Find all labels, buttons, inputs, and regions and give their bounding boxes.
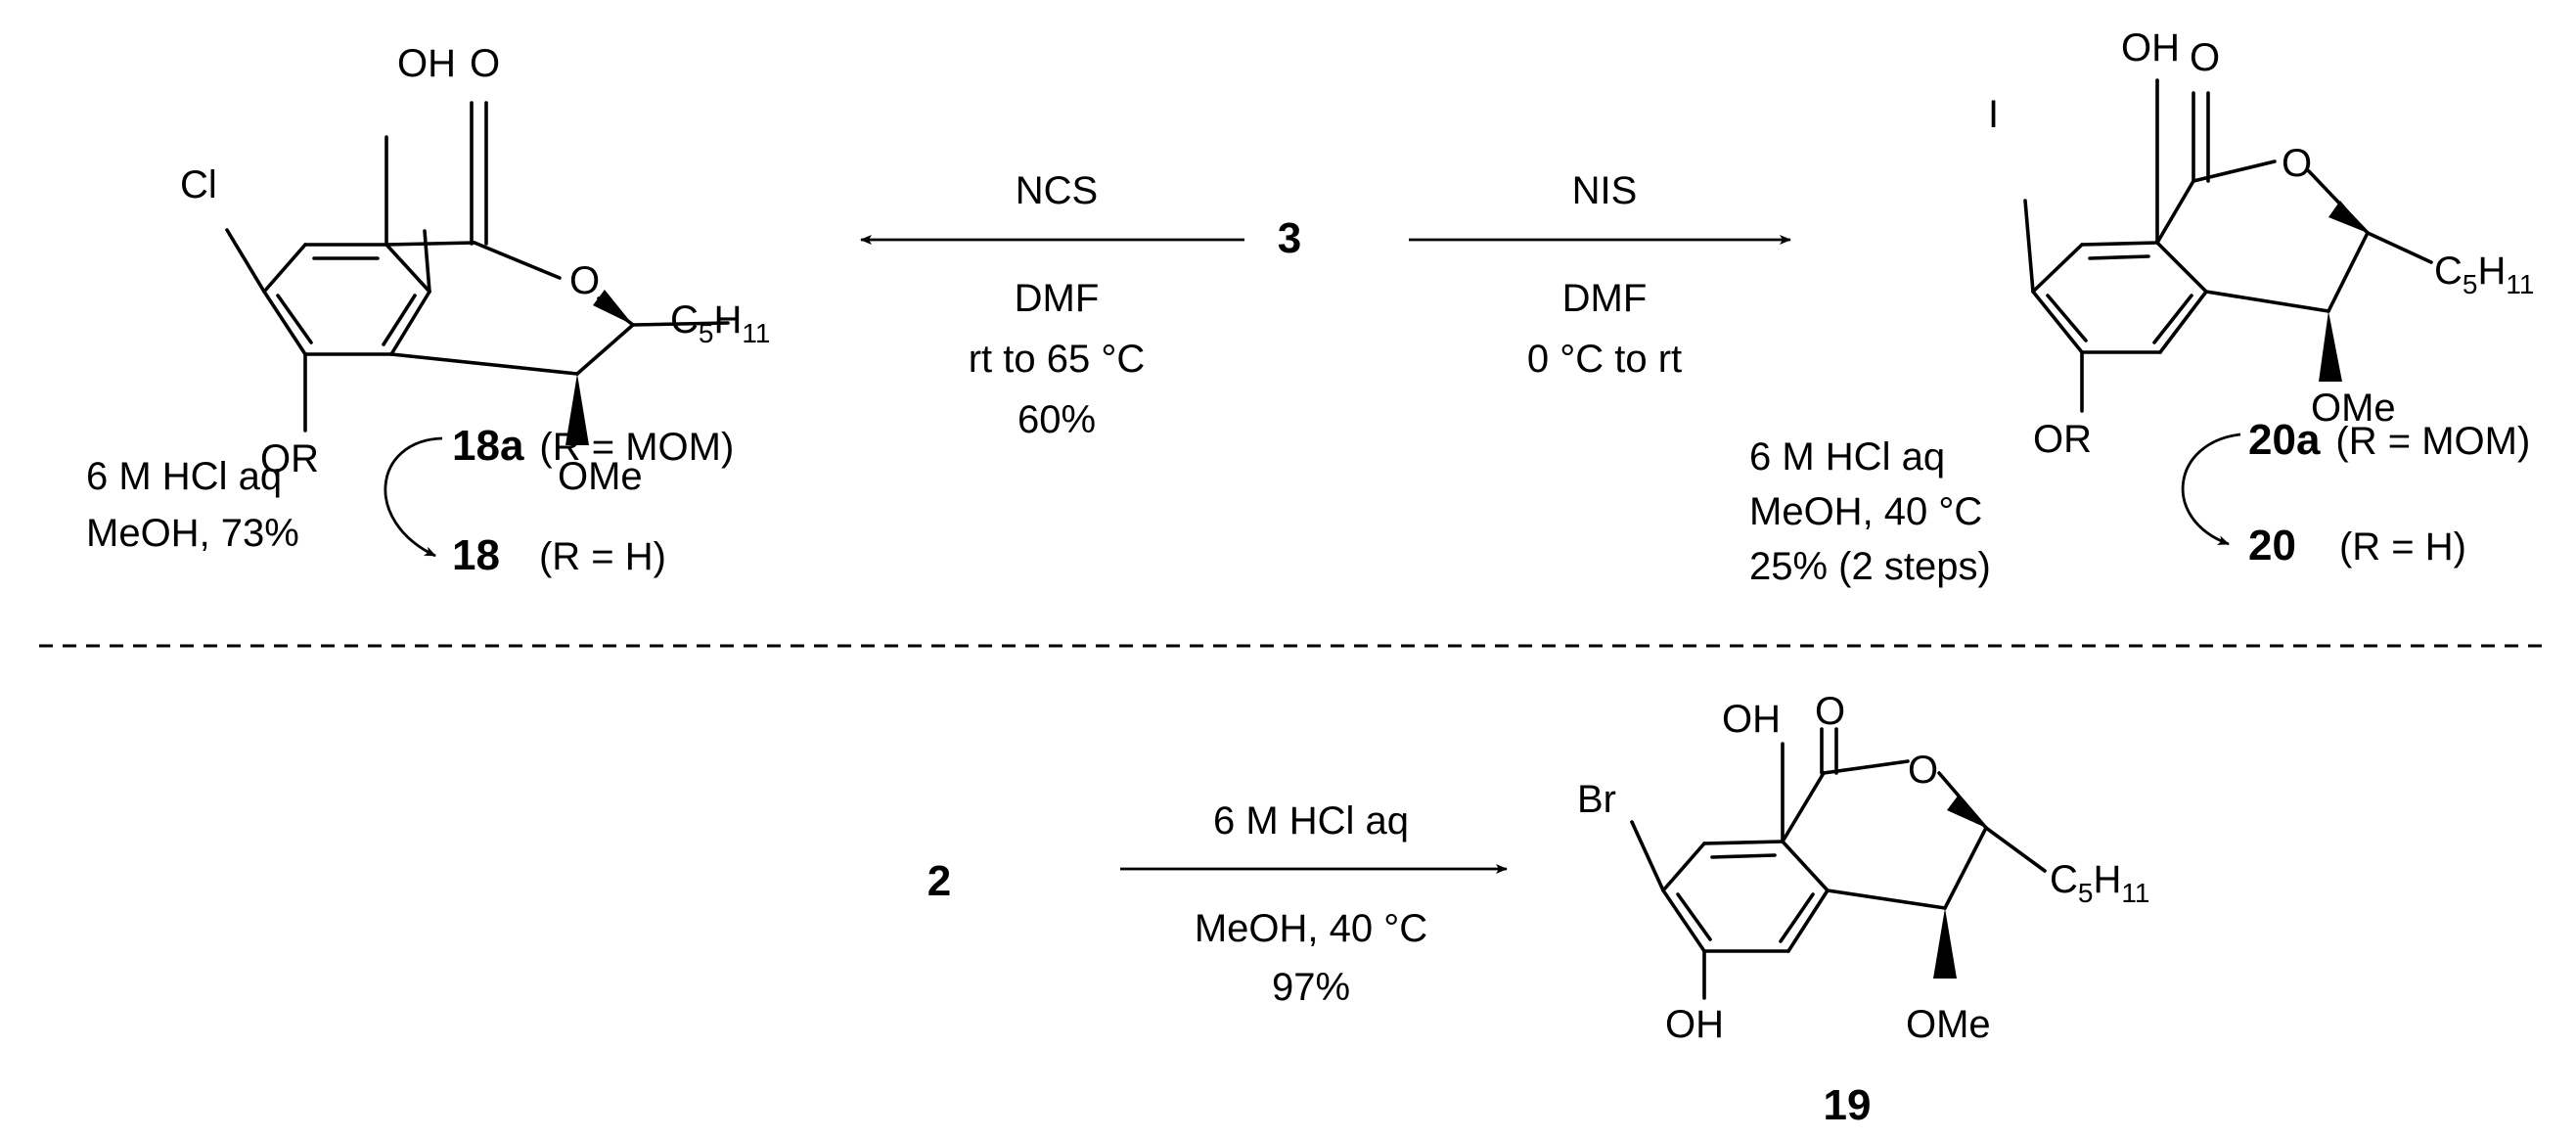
- deprotection-arrow: [384, 436, 443, 558]
- atom-label: Cl: [180, 163, 217, 206]
- compound-label-18: 18(R = H): [452, 531, 666, 579]
- atom-label: OMe: [1906, 1003, 1991, 1046]
- lactone-ring: [1781, 727, 1988, 910]
- wedge-bond: [593, 290, 633, 325]
- compound-number: 3: [1278, 214, 1301, 262]
- reagent-label: 6 M HCl aq: [1213, 799, 1409, 843]
- atom-label: OH: [397, 42, 456, 85]
- atom-label: O: [1908, 749, 1938, 792]
- conditions-label: 25% (2 steps): [1749, 545, 1991, 588]
- atom-label: Br: [1577, 778, 1616, 821]
- wedge-bond: [1933, 908, 1957, 979]
- atom-label: OMe: [558, 455, 643, 498]
- temperature-label: rt to 65 °C: [969, 338, 1146, 381]
- temperature-label: 0 °C to rt: [1527, 338, 1682, 381]
- yield-label: 60%: [1017, 398, 1096, 441]
- conditions-label: MeOH, 73%: [86, 512, 299, 555]
- conditions-label: 6 M HCl aq: [1749, 435, 1945, 478]
- alkyl-label: C5H11: [670, 298, 770, 348]
- conditions-label: 6 M HCl aq: [86, 455, 282, 498]
- aromatic-ring: [1661, 840, 1830, 953]
- atom-label: OR: [260, 437, 319, 480]
- atom-label: I: [1988, 93, 1999, 136]
- wedge-bond: [2319, 311, 2342, 382]
- wedge-bond: [1947, 795, 1986, 828]
- atom-label: OMe: [2311, 387, 2396, 430]
- atom-label: O: [2190, 36, 2220, 79]
- aromatic-ring: [262, 243, 431, 356]
- compound-label-20a: 20a(R = MOM): [2248, 416, 2530, 464]
- wedge-bond: [565, 374, 589, 445]
- lactone-ring: [2155, 91, 2370, 313]
- compound-number: 19: [1824, 1081, 1872, 1129]
- structure-19: OH O O Br OH OMe C5H11: [1577, 690, 2149, 1046]
- reagent-label: NIS: [1572, 169, 1638, 212]
- atom-label: O: [569, 259, 600, 302]
- atom-label: OH: [1722, 698, 1781, 741]
- yield-label: 97%: [1272, 966, 1350, 1009]
- deprotection-arrow: [2181, 433, 2241, 546]
- alkyl-label: C5H11: [2050, 858, 2149, 908]
- atom-label: O: [2282, 142, 2312, 185]
- compound-label-20: 20(R = H): [2248, 522, 2466, 570]
- conditions-label: MeOH, 40 °C: [1195, 907, 1427, 950]
- atom-label: OH: [1665, 1003, 1724, 1046]
- compound-number: 2: [927, 857, 951, 905]
- compound-label-18a: 18a(R = MOM): [452, 422, 734, 470]
- structure-20a: OH O O I OR OMe C5H11: [1988, 26, 2534, 461]
- atom-label: OR: [2033, 418, 2092, 461]
- atom-label: O: [470, 42, 500, 85]
- alkyl-label: C5H11: [2434, 250, 2534, 299]
- wedge-bond: [2328, 201, 2368, 233]
- conditions-label: MeOH, 40 °C: [1749, 490, 1982, 533]
- reagent-label: NCS: [1016, 169, 1098, 212]
- structure-18a: OH O O Cl OR OMe C5H11: [180, 42, 770, 498]
- solvent-label: DMF: [1562, 277, 1648, 320]
- solvent-label: DMF: [1015, 277, 1100, 320]
- aromatic-ring: [2031, 241, 2208, 354]
- atom-label: OH: [2121, 26, 2180, 69]
- atom-label: O: [1815, 690, 1845, 733]
